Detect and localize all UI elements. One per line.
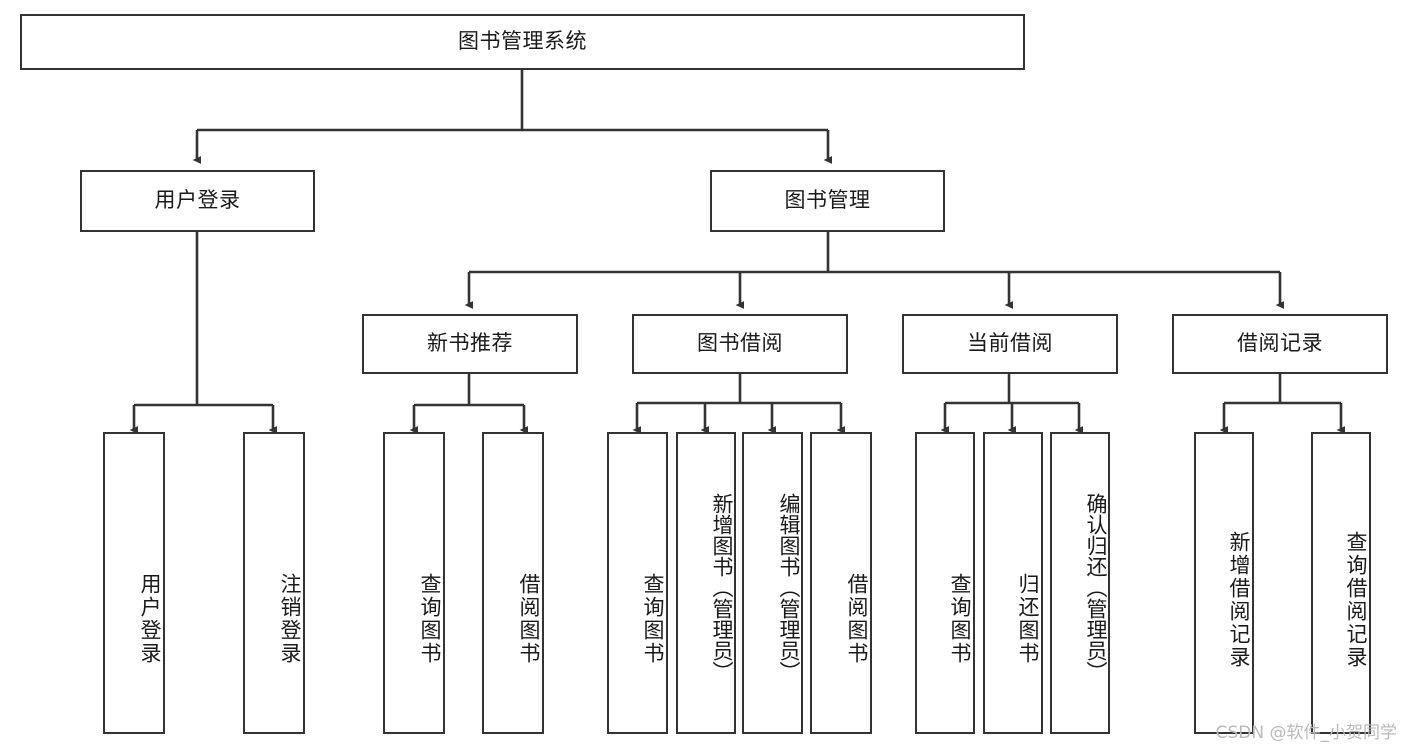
- leaf-rec-borrow-book[interactable]: 借阅图书: [482, 432, 544, 734]
- leaf-record-add-borrow-record[interactable]: 新增借阅记录: [1194, 432, 1254, 734]
- node-label: 确认归还（管理员）: [1084, 492, 1108, 682]
- node-root-book-management-system[interactable]: 图书管理系统: [20, 14, 1025, 70]
- watermark-text: CSDN @软件_小贺同学: [1215, 723, 1397, 743]
- node-label: 用户登录: [154, 188, 241, 213]
- node-label: 查询图书: [418, 573, 442, 665]
- node-new-book-recommendation[interactable]: 新书推荐: [362, 314, 578, 374]
- node-borrowing-record[interactable]: 借阅记录: [1172, 314, 1388, 374]
- leaf-current-confirm-return-admin[interactable]: 确认归还（管理员）: [1050, 432, 1110, 734]
- leaf-borrow-query-book[interactable]: 查询图书: [607, 432, 668, 734]
- leaf-borrow-edit-book-admin[interactable]: 编辑图书（管理员）: [742, 432, 803, 734]
- node-label: 新增图书（管理员）: [710, 492, 734, 682]
- node-label: 查询图书: [641, 573, 665, 665]
- leaf-record-query-borrow-record[interactable]: 查询借阅记录: [1311, 432, 1371, 734]
- node-user-login[interactable]: 用户登录: [80, 170, 315, 232]
- node-current-borrowing[interactable]: 当前借阅: [902, 314, 1118, 374]
- leaf-current-query-book[interactable]: 查询图书: [915, 432, 975, 734]
- node-label: 新增借阅记录: [1227, 531, 1251, 669]
- node-label: 新书推荐: [427, 331, 513, 356]
- leaf-user-logout[interactable]: 注销登录: [243, 432, 305, 734]
- leaf-current-return-book[interactable]: 归还图书: [983, 432, 1043, 734]
- node-label: 当前借阅: [967, 331, 1053, 356]
- node-label: 借阅图书: [845, 573, 869, 665]
- node-label: 归还图书: [1016, 573, 1040, 665]
- node-label: 借阅图书: [517, 573, 541, 665]
- node-book-borrowing[interactable]: 图书借阅: [632, 314, 848, 374]
- node-label: 查询图书: [948, 573, 972, 665]
- node-label: 注销登录: [278, 573, 302, 665]
- leaf-borrow-borrow-book[interactable]: 借阅图书: [810, 432, 872, 734]
- node-label: 图书借阅: [697, 331, 783, 356]
- leaf-borrow-add-book-admin[interactable]: 新增图书（管理员）: [676, 432, 736, 734]
- node-label: 图书管理系统: [458, 29, 587, 54]
- node-label: 用户登录: [138, 573, 162, 665]
- node-label: 借阅记录: [1237, 331, 1323, 356]
- node-book-management[interactable]: 图书管理: [710, 170, 945, 232]
- node-label: 图书管理: [784, 188, 871, 213]
- node-label: 查询借阅记录: [1344, 531, 1368, 669]
- node-label: 编辑图书（管理员）: [777, 492, 801, 682]
- leaf-rec-query-book[interactable]: 查询图书: [383, 432, 445, 734]
- leaf-user-login[interactable]: 用户登录: [103, 432, 165, 734]
